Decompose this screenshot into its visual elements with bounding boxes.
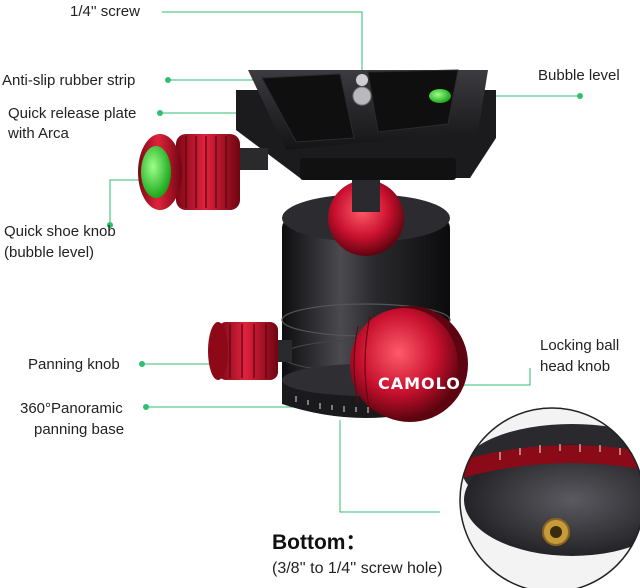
label-panoramic-line2: panning base: [34, 421, 125, 438]
brand-logo: CAMOLO: [378, 374, 461, 393]
bottom-zoom: [460, 408, 640, 588]
label-qr-plate-line2: with Arca: [8, 125, 69, 142]
label-shoe-knob-line1: Quick shoe knob: [4, 223, 116, 240]
label-bubble-level: Bubble level: [538, 67, 620, 84]
label-screw: 1/4'' screw: [70, 3, 140, 20]
label-locking-line2: head knob: [540, 358, 611, 375]
label-qr-plate-line1: Quick release plate: [8, 105, 137, 122]
label-locking-line1: Locking ball: [540, 337, 620, 354]
bottom-subtitle: (3/8'' to 1/4'' screw hole): [272, 560, 443, 577]
bottom-title: Bottom：: [272, 531, 367, 554]
label-panning-knob: Panning knob: [28, 356, 120, 373]
label-panoramic-line1: 360°Panoramic: [20, 400, 123, 417]
label-anti-slip: Anti-slip rubber strip: [2, 72, 136, 89]
label-shoe-knob-line2: (bubble level): [4, 244, 95, 261]
